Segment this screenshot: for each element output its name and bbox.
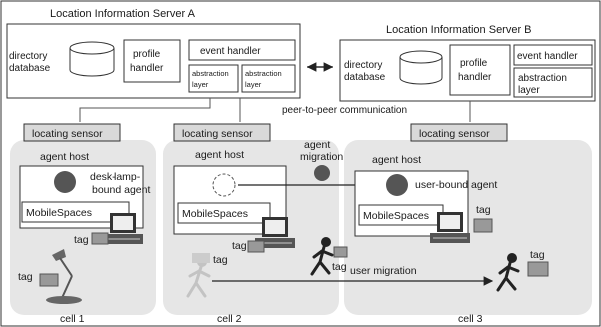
cell-3-label: cell 3 — [458, 313, 483, 325]
server-b-event-handler-label: event handler — [517, 51, 578, 62]
migrating-user-tag-label: tag — [332, 261, 347, 273]
locating-sensor-1 — [23, 123, 121, 142]
agent-migration-label-2: migration — [300, 151, 343, 163]
cell-1-lamp-tag — [39, 273, 59, 287]
migrating-agent-ghost — [212, 173, 236, 197]
lamp-icon — [46, 249, 82, 304]
desk-agent-label-lamp: lamp- — [114, 171, 141, 183]
locating-sensor-3 — [410, 123, 508, 142]
cell-2-user-tag-label: tag — [213, 254, 228, 266]
cell-3-mobilespaces-label: MobileSpaces — [363, 210, 429, 222]
server-a-to-sensor-1-line — [79, 98, 211, 122]
server-b-title: Location Information Server B — [386, 24, 532, 36]
server-a-database-icon — [69, 41, 115, 77]
server-b-profile-handler-box — [449, 44, 511, 96]
locating-sensor-1-label: locating sensor — [32, 128, 103, 140]
cell-2-label: cell 2 — [217, 313, 242, 325]
cell-3-agent-host-label: agent host — [372, 154, 421, 166]
server-b-abstraction-layer — [513, 67, 593, 98]
server-a-abstraction-layer-1 — [188, 64, 239, 93]
migrating-agent — [314, 165, 330, 181]
server-a-abstraction-layer-2 — [241, 64, 296, 93]
cell-2-computer-tag-label: tag — [232, 240, 247, 252]
server-a-profile-label: profile — [133, 49, 161, 60]
desk-bound-agent — [54, 171, 76, 193]
cell-3-computer-tag — [473, 218, 493, 233]
migrating-user-tag — [333, 246, 348, 258]
server-b-event-handler-box — [513, 44, 593, 66]
cell-2-mobilespaces — [177, 202, 271, 224]
cell-3-user-tag — [527, 261, 549, 277]
p2p-label: peer-to-peer communication — [282, 105, 407, 116]
cell-1-lamp-tag-label: tag — [18, 271, 33, 283]
server-b-profile-label: profile — [460, 58, 488, 69]
cell-1-mobilespaces — [21, 201, 130, 223]
server-b-abstraction-layer-text: layer — [518, 85, 540, 96]
cell-2-user-ghost-tag — [192, 253, 210, 263]
server-b-abstraction-text: abstraction — [518, 73, 567, 84]
user-migration-label: user migration — [350, 265, 417, 277]
server-a-abstraction-2-text: abstraction — [245, 69, 282, 78]
agent-migration-label-1: agent — [304, 139, 330, 151]
cell-1-label: cell 1 — [60, 313, 85, 325]
cell-1-computer-tag — [91, 232, 109, 245]
server-b-handler-label: handler — [458, 72, 492, 83]
cell-2-computer-tag — [247, 240, 265, 253]
cell-2-mobilespaces-label: MobileSpaces — [182, 208, 248, 220]
cell-1-computer-icon — [103, 213, 143, 244]
server-b-database-icon — [399, 50, 443, 85]
server-a-event-handler-box — [188, 39, 296, 61]
server-a-handler-label: handler — [130, 63, 164, 74]
server-a-title: Location Information Server A — [50, 8, 196, 20]
cell-1-computer-tag-label: tag — [74, 234, 89, 246]
locating-sensor-2 — [173, 123, 271, 142]
server-a-profile-handler-box — [123, 39, 181, 83]
desk-agent-label-2: bound agent — [92, 184, 150, 196]
cell-2-agent-host-label: agent host — [195, 149, 244, 161]
cell-1-mobilespaces-label: MobileSpaces — [26, 207, 92, 219]
server-a-abstraction-1-text: abstraction — [192, 69, 229, 78]
locating-sensor-3-label: locating sensor — [419, 128, 490, 140]
cell-1-agent-host-label: agent host — [40, 151, 89, 163]
server-b-directory-label: directory — [344, 60, 382, 71]
locating-sensor-2-label: locating sensor — [182, 128, 253, 140]
user-bound-agent — [386, 174, 408, 196]
server-a-abstraction-2-layer-text: layer — [245, 80, 262, 89]
cell-3-user-icon — [496, 253, 520, 292]
desk-agent-label-1: desk- — [90, 171, 116, 183]
cell-3-user-tag-label: tag — [530, 249, 545, 261]
cell-3-computer-tag-label: tag — [476, 204, 491, 216]
user-bound-agent-label: user-bound agent — [415, 179, 497, 191]
cell-3-computer-icon — [430, 212, 470, 243]
server-a-abstraction-1-layer-text: layer — [192, 80, 209, 89]
cell-2-computer-icon — [255, 217, 295, 248]
server-a-event-handler-label: event handler — [200, 46, 261, 57]
server-b-database-label: database — [344, 72, 386, 83]
server-a-database-label: database — [9, 63, 51, 74]
migrating-user-icon — [310, 237, 334, 276]
server-a-directory-label: directory — [9, 51, 47, 62]
